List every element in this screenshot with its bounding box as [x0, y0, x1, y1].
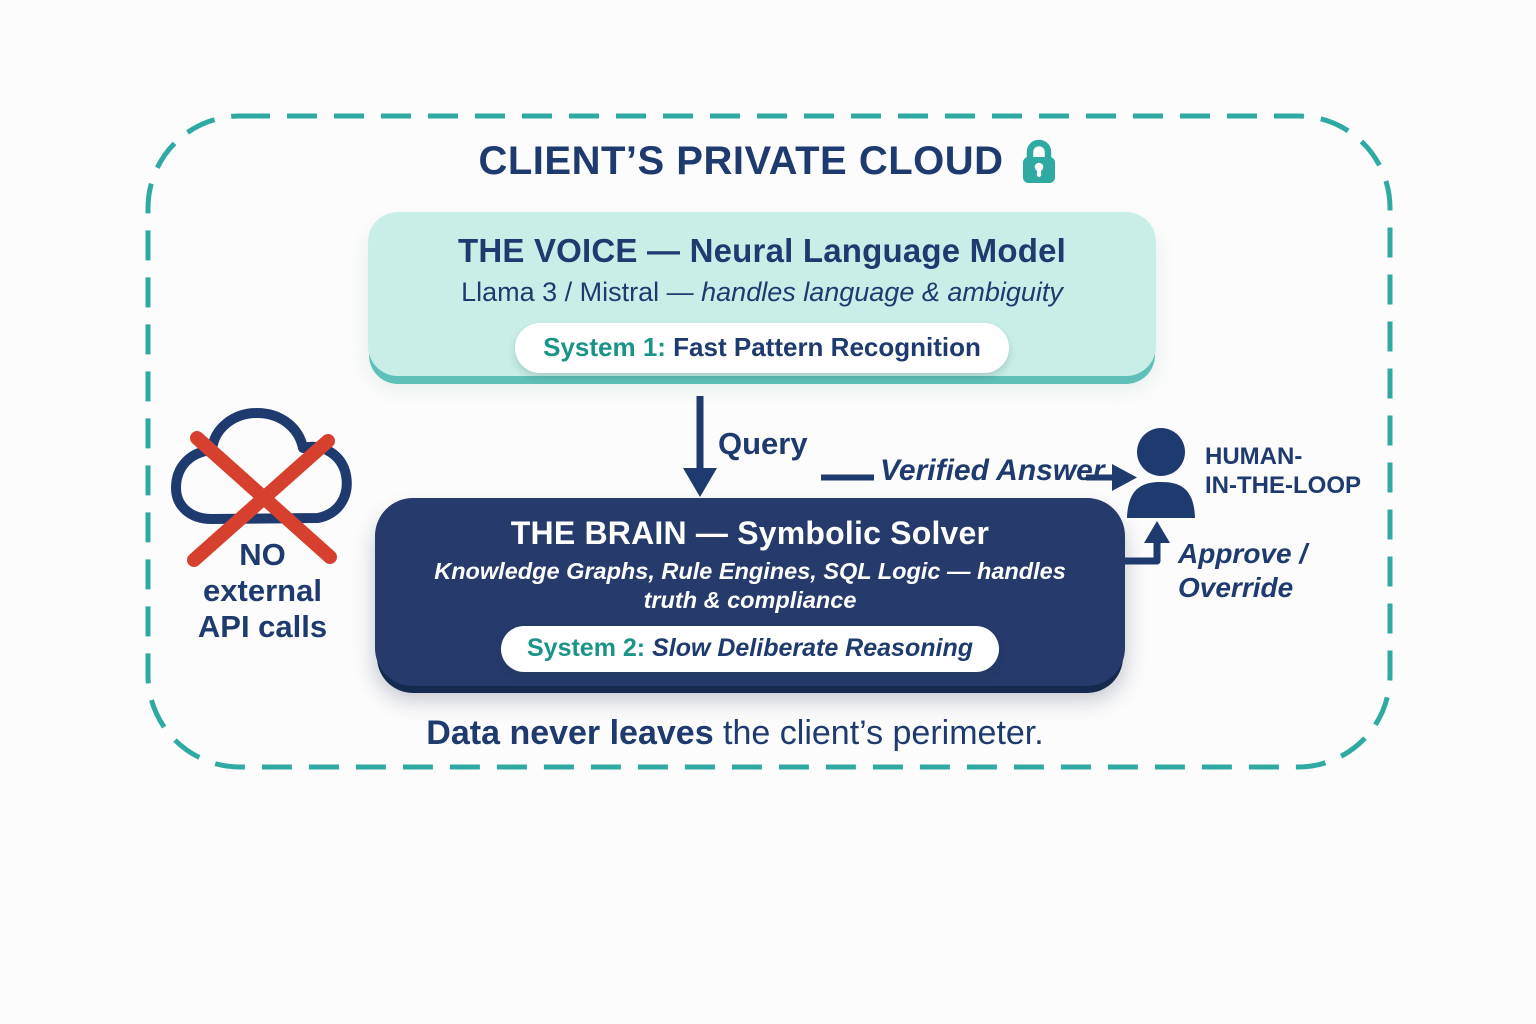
verified-answer-label: Verified Answer	[880, 454, 1105, 487]
brain-box-title: THE BRAIN — Symbolic Solver	[510, 515, 990, 551]
system1-badge-label: System 1:	[543, 332, 666, 362]
human-icon	[1127, 428, 1195, 518]
human-in-the-loop-label: HUMAN- IN-THE-LOOP	[1205, 443, 1361, 500]
footer-statement-bold: Data never leaves	[426, 714, 714, 752]
footer-statement-rest: the client’s perimeter.	[713, 714, 1044, 752]
system1-badge-text: Fast Pattern Recognition	[665, 332, 981, 362]
approve-override-arrow	[1125, 521, 1170, 565]
system1-badge: System 1: Fast Pattern Recognition	[515, 323, 1009, 373]
footer-statement: Data never leaves the client’s perimeter…	[300, 714, 1170, 753]
lock-icon	[1022, 139, 1055, 183]
voice-box-subtitle: Llama 3 / Mistral — handles language & a…	[368, 277, 1156, 308]
approve-override-label: Approve / Override	[1178, 538, 1308, 604]
system2-badge-label: System 2:	[527, 633, 646, 662]
no-external-api-label: NO external API calls	[197, 537, 328, 644]
system2-badge: System 2: Slow Deliberate Reasoning	[501, 625, 999, 672]
voice-box-title: THE VOICE — Neural Language Model	[457, 232, 1066, 269]
voice-subtitle-models: Llama 3 / Mistral —	[461, 277, 702, 307]
brain-symbolic-solver-box: THE BRAIN — Symbolic Solver Knowledge Gr…	[375, 498, 1125, 686]
perimeter-header: CLIENT’S PRIVATE CLOUD	[146, 138, 1390, 184]
voice-neural-model-box: THE VOICE — Neural Language Model Llama …	[368, 212, 1156, 376]
voice-subtitle-role: handles language & ambiguity	[701, 277, 1063, 307]
cloud-icon	[171, 408, 352, 524]
query-arrow	[683, 396, 717, 497]
page-title: CLIENT’S PRIVATE CLOUD	[478, 138, 1004, 183]
brain-box-subtitle: Knowledge Graphs, Rule Engines, SQL Logi…	[434, 558, 1066, 614]
query-arrow-label: Query	[718, 426, 808, 461]
system2-badge-text: Slow Deliberate Reasoning	[645, 633, 973, 662]
